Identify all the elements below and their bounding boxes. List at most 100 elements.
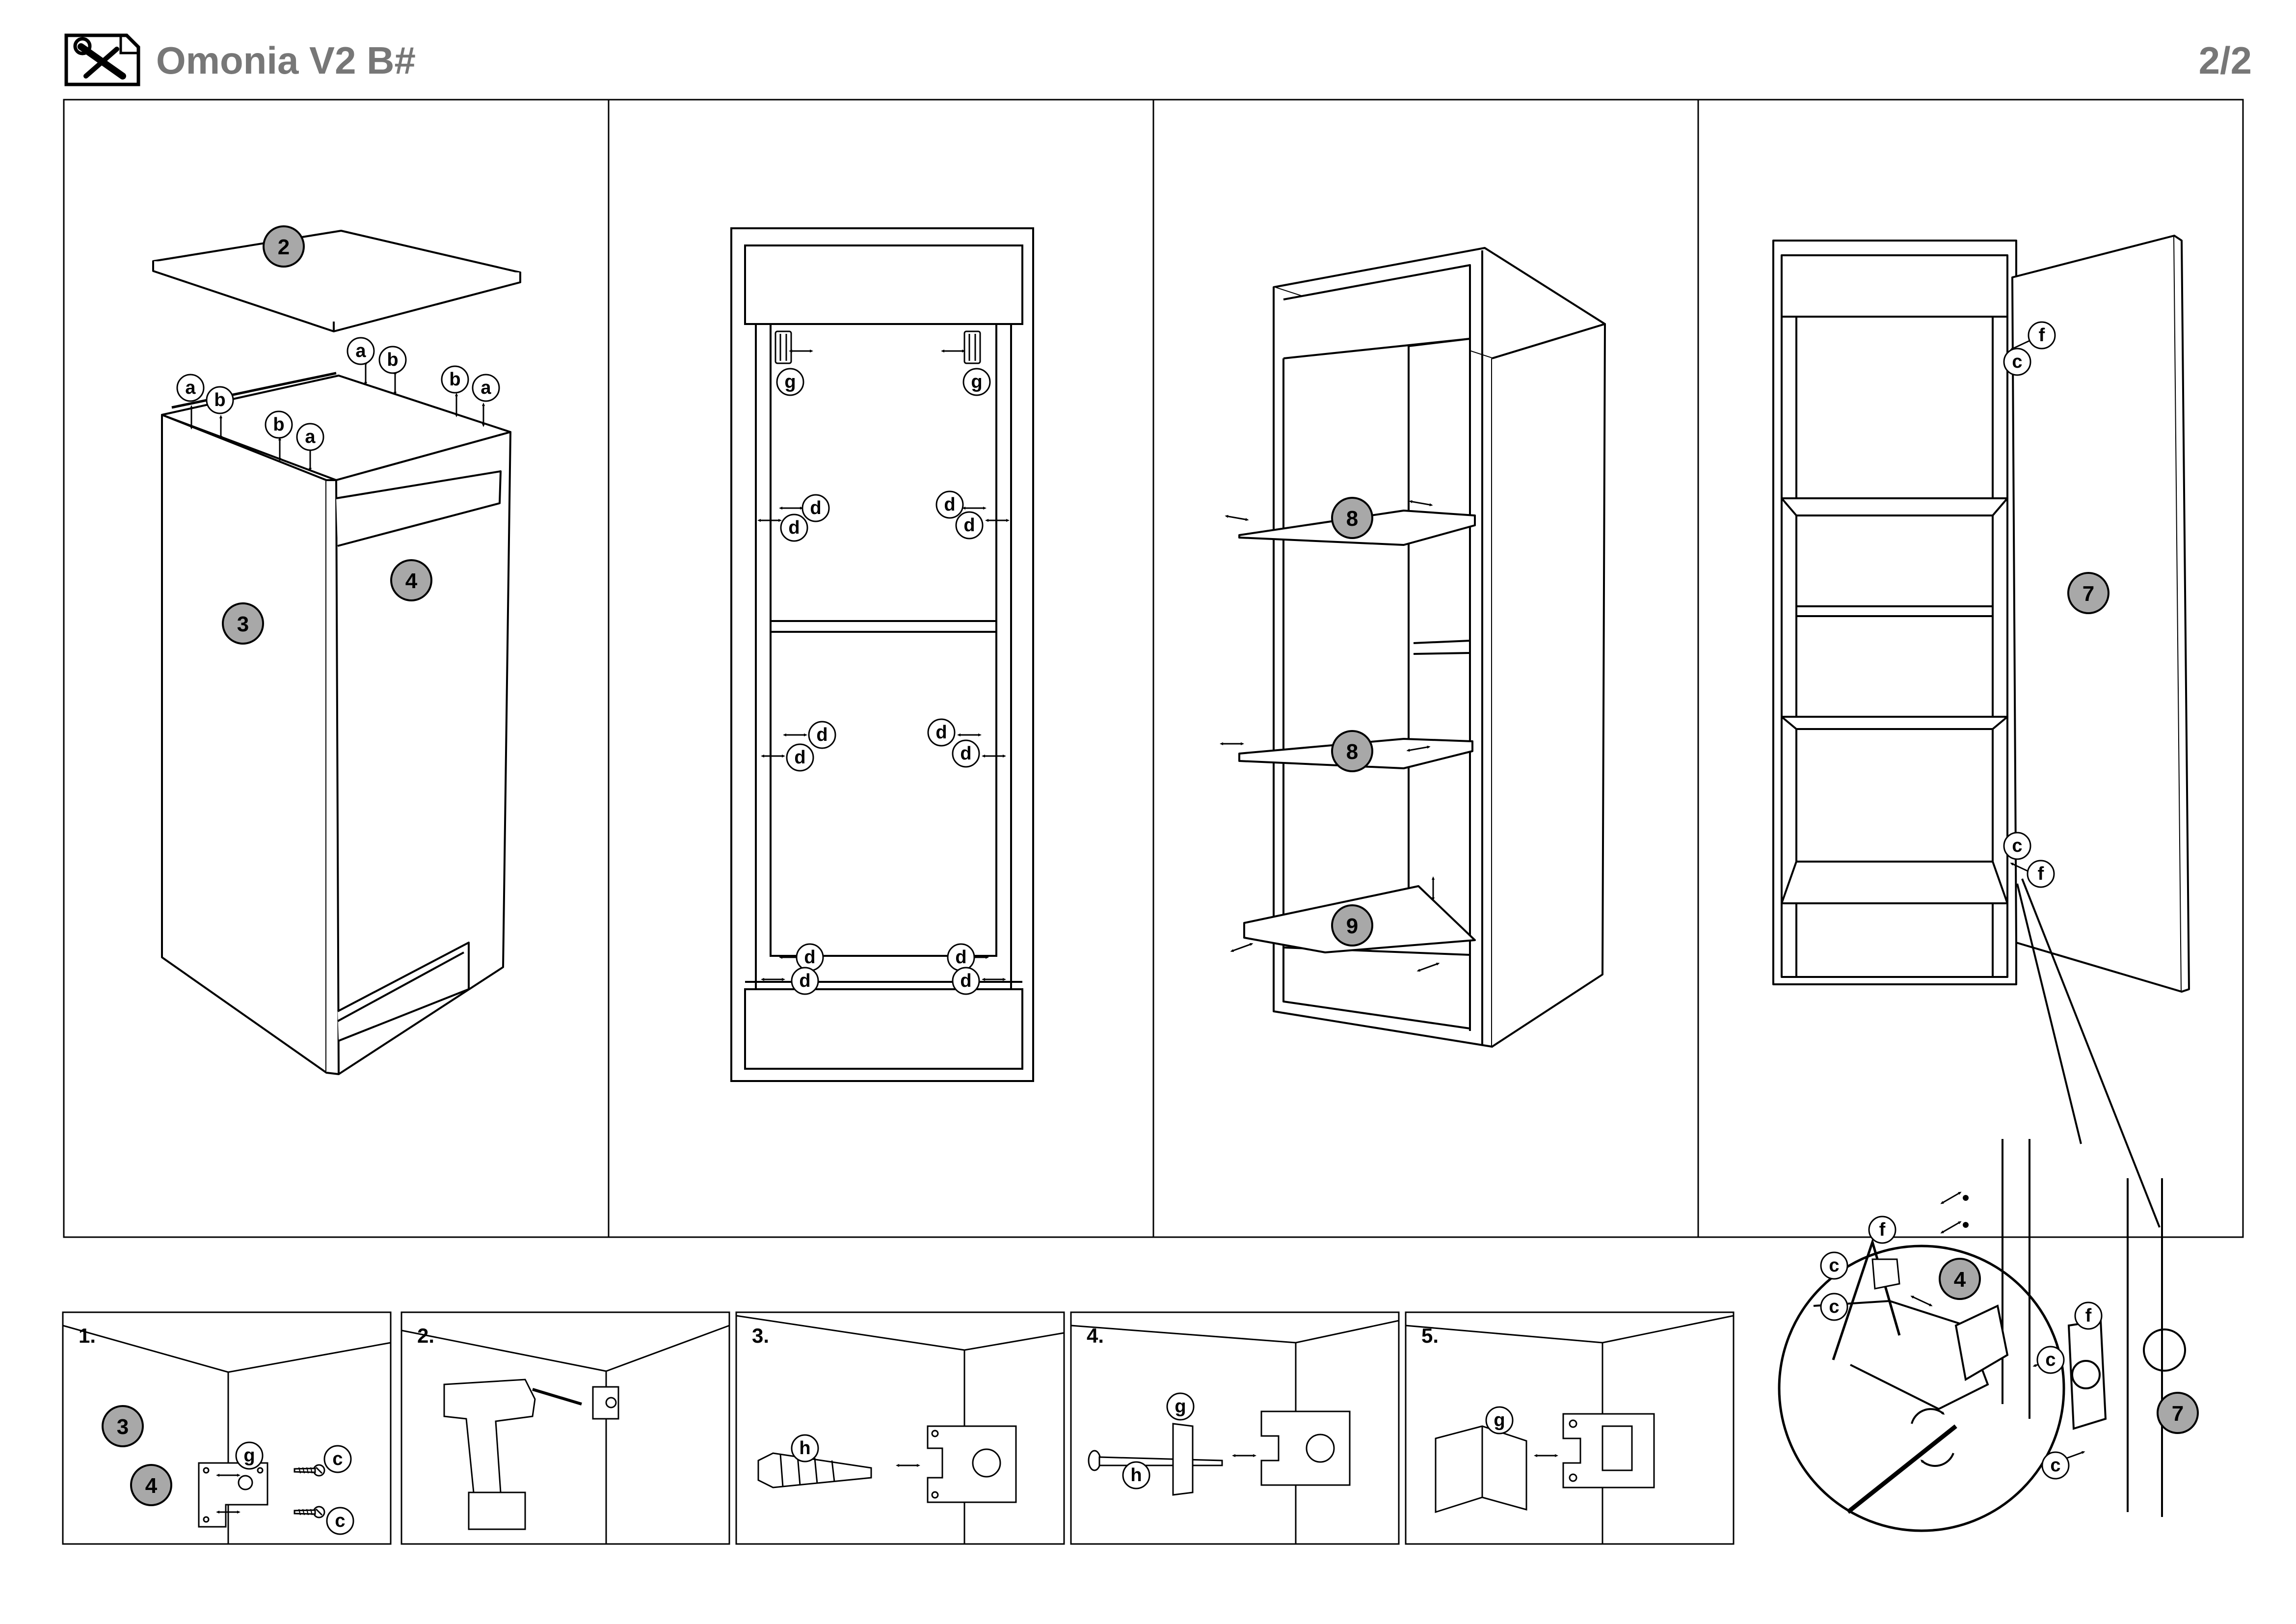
svg-text:d: d — [799, 971, 810, 991]
svg-text:b: b — [387, 350, 398, 370]
hw-label-f: f — [1868, 1216, 1896, 1244]
page-number: 2/2 — [2198, 39, 2252, 82]
svg-text:c: c — [1829, 1255, 1839, 1276]
svg-text:4: 4 — [405, 569, 418, 593]
svg-text:4: 4 — [145, 1474, 158, 1498]
svg-text:f: f — [2039, 325, 2045, 346]
svg-text:a: a — [481, 378, 491, 398]
hw-label-d: d — [786, 743, 814, 772]
svg-text:7: 7 — [2082, 582, 2094, 606]
step-numbers: 1. 2. 3. 4. 5. — [79, 1324, 1439, 1347]
svg-text:3: 3 — [237, 612, 249, 636]
part-label-9: 9 — [1331, 904, 1373, 947]
svg-text:d: d — [960, 743, 971, 764]
panel-2-cabinet-front — [730, 227, 1034, 1082]
hw-label-c: c — [326, 1507, 354, 1535]
svg-text:f: f — [2038, 864, 2044, 884]
hw-label-b: b — [265, 410, 293, 439]
part-label-4-step1: 4 — [130, 1464, 172, 1506]
step-4-fitting — [1088, 1410, 1351, 1496]
document-title: Omonia V2 B# — [156, 39, 416, 82]
svg-text:g: g — [971, 372, 982, 392]
step-2-number: 2. — [417, 1324, 434, 1347]
hinge-detail-circle — [1778, 1139, 2186, 1532]
hw-label-a: a — [176, 374, 205, 402]
step-3-plug — [757, 1425, 1017, 1503]
svg-text:f: f — [1879, 1219, 1886, 1240]
svg-text:b: b — [449, 369, 460, 390]
svg-text:h: h — [799, 1438, 810, 1459]
drill-icon — [443, 1379, 619, 1530]
hw-label-h: h — [791, 1434, 819, 1462]
svg-text:d: d — [810, 498, 821, 518]
svg-text:c: c — [2012, 836, 2022, 856]
svg-text:g: g — [1175, 1396, 1186, 1417]
svg-text:b: b — [273, 414, 284, 435]
part-labels: 2 3 4 8 8 9 7 4 7 3 4 — [102, 225, 2199, 1506]
svg-text:8: 8 — [1346, 740, 1358, 764]
step-1-number: 1. — [79, 1324, 96, 1347]
part-label-7: 7 — [2067, 572, 2109, 614]
svg-text:c: c — [335, 1511, 345, 1531]
svg-text:d: d — [816, 725, 828, 745]
panel-2-g-fittings — [774, 330, 981, 364]
svg-text:a: a — [185, 378, 196, 398]
step-wall-lines — [62, 1315, 1734, 1544]
hw-label-d: d — [952, 739, 980, 768]
svg-text:3: 3 — [117, 1415, 129, 1439]
hw-label-c: c — [2036, 1346, 2065, 1374]
hw-label-c: c — [1820, 1293, 1848, 1321]
svg-text:h: h — [1130, 1465, 1142, 1486]
svg-text:8: 8 — [1346, 507, 1358, 531]
step-boxes — [62, 1311, 1735, 1545]
svg-text:d: d — [804, 947, 815, 968]
part-label-8-lower: 8 — [1331, 730, 1373, 772]
part-label-8-upper: 8 — [1331, 497, 1373, 539]
svg-text:g: g — [243, 1445, 255, 1466]
hw-label-d: d — [947, 943, 975, 972]
hw-label-c: c — [2003, 832, 2031, 860]
hw-label-d: d — [791, 967, 819, 995]
part-label-3-step1: 3 — [102, 1405, 144, 1447]
hw-label-g: g — [962, 368, 991, 396]
part-label-7-detail: 7 — [2157, 1392, 2199, 1434]
svg-text:7: 7 — [2172, 1402, 2184, 1426]
svg-text:c: c — [2050, 1455, 2060, 1476]
part-label-2: 2 — [263, 225, 305, 268]
step-4-number: 4. — [1087, 1324, 1104, 1347]
svg-text:c: c — [2045, 1350, 2056, 1370]
hw-label-d: d — [927, 718, 956, 747]
part-label-4: 4 — [390, 559, 432, 601]
step-5-fitting — [1435, 1413, 1655, 1514]
hw-label-d: d — [955, 511, 984, 540]
step-3-number: 3. — [752, 1324, 769, 1347]
svg-text:d: d — [794, 747, 805, 768]
hw-label-g: g — [235, 1441, 264, 1470]
hw-label-g: g — [1166, 1392, 1195, 1421]
svg-text:g: g — [1494, 1410, 1505, 1431]
hw-label-b: b — [441, 365, 469, 394]
svg-text:a: a — [305, 427, 316, 447]
svg-text:g: g — [784, 372, 796, 392]
hw-label-c: c — [323, 1445, 352, 1473]
svg-text:d: d — [955, 947, 966, 968]
panel-3-cabinet-shelves — [1238, 247, 1606, 1048]
hw-label-d: d — [808, 721, 836, 749]
svg-text:d: d — [788, 517, 800, 538]
hw-label-h: h — [1122, 1461, 1150, 1489]
hw-label-c: c — [1820, 1251, 1848, 1280]
hw-label-b: b — [206, 386, 234, 414]
hw-label-c: c — [2041, 1451, 2070, 1480]
svg-text:d: d — [935, 722, 947, 743]
svg-text:4: 4 — [1954, 1268, 1966, 1292]
svg-text:d: d — [944, 494, 955, 515]
svg-text:c: c — [332, 1449, 343, 1469]
step-1-bracket — [198, 1462, 268, 1528]
hw-label-d: d — [935, 490, 964, 519]
main-panel-frame — [63, 99, 2244, 1238]
hw-label-d: d — [796, 943, 824, 972]
svg-text:2: 2 — [278, 235, 290, 259]
panel-4-cabinet-door — [1772, 235, 2190, 1228]
